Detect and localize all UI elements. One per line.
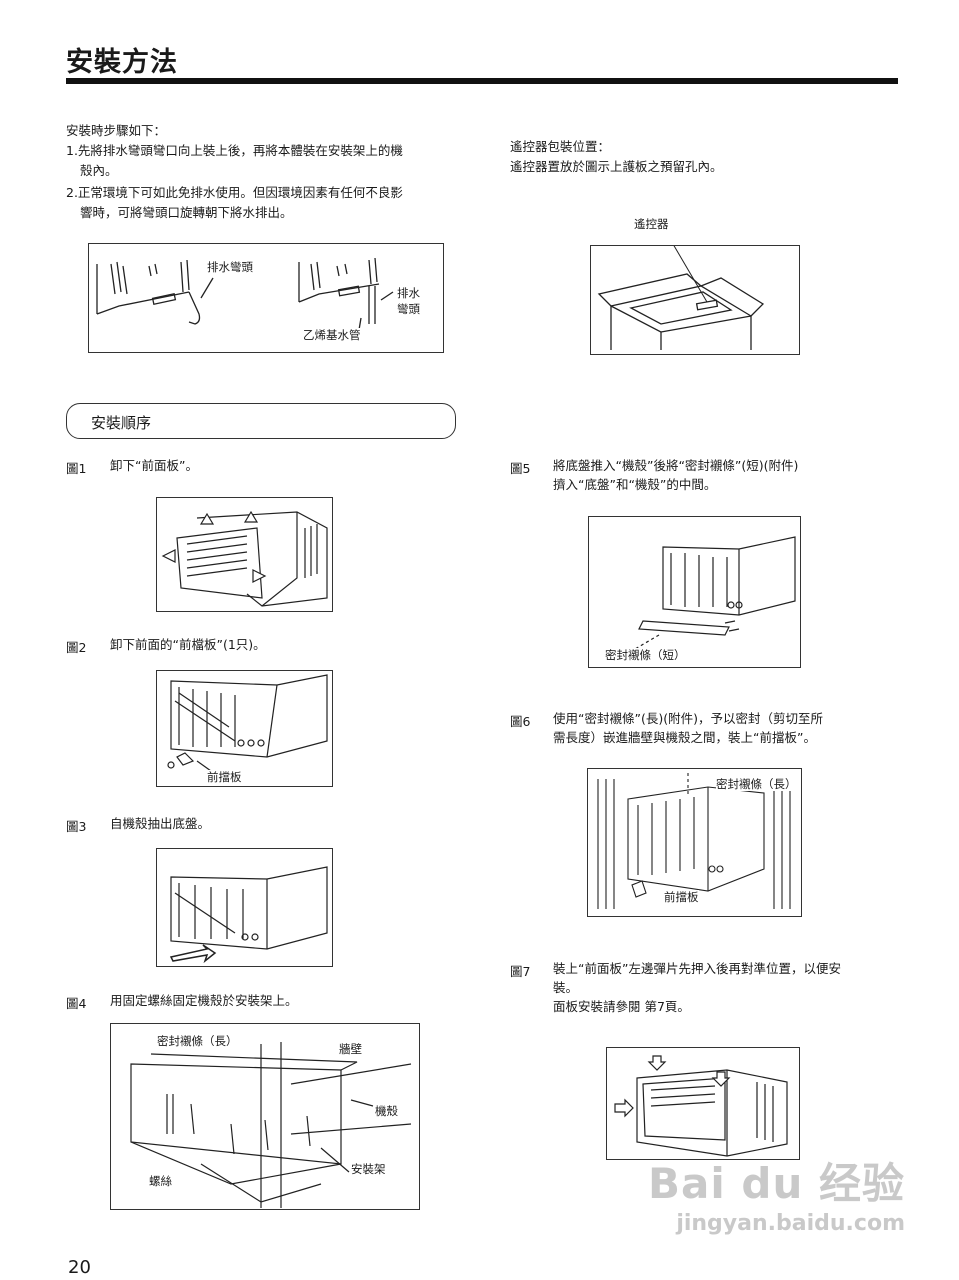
step2-text: 卸下前面的“前檔板”(1只)。 bbox=[110, 637, 266, 652]
long-seal-baffle-illustration bbox=[597, 773, 791, 909]
step4-figure: 密封襯條（長） 牆壁 機殼 螺絲 安裝架 bbox=[110, 1023, 420, 1210]
step4-text: 用固定螺絲固定機殼於安裝架上。 bbox=[110, 993, 298, 1008]
drain-elbow-illustration bbox=[96, 257, 394, 331]
drain-elbow-right-label-1: 排水 bbox=[397, 286, 420, 300]
insert-short-seal-illustration bbox=[634, 536, 796, 650]
step6-line1: 使用“密封襯條”(長)(附件)，予以密封（剪切至所 bbox=[553, 711, 823, 726]
step6-figure: 密封襯條（長） 前擋板 bbox=[587, 768, 802, 917]
step2-figure: 前擋板 bbox=[156, 670, 333, 787]
front-baffle-label: 前擋板 bbox=[207, 770, 242, 784]
watermark: Bai du 经验 jingyan.baidu.com bbox=[648, 1150, 905, 1236]
step6-front-baffle-label: 前擋板 bbox=[664, 890, 699, 904]
step5-line1: 將底盤推入“機殼”後將“密封襯條”(短)(附件) bbox=[553, 458, 799, 473]
watermark-url: jingyan.baidu.com bbox=[676, 1211, 905, 1236]
intro-step1-line2: 殼內。 bbox=[80, 163, 118, 178]
remote-box-illustration bbox=[597, 246, 765, 350]
vinyl-pipe-label: 乙烯基水管 bbox=[303, 328, 361, 342]
step1-text: 卸下“前面板”。 bbox=[110, 458, 198, 473]
install-sequence-title: 安裝順序 bbox=[91, 414, 152, 432]
pull-out-chassis-illustration bbox=[169, 866, 328, 964]
step5-figure: 密封襯條（短） bbox=[588, 516, 801, 668]
remote-label: 遙控器 bbox=[634, 217, 669, 231]
intro-step1-line1: 1.先將排水彎頭彎口向上裝上後，再將本體裝在安裝架上的機 bbox=[66, 143, 403, 158]
fix-casing-to-rack-illustration bbox=[130, 1042, 412, 1208]
step7-line3: 面板安裝請參閱 第7頁。 bbox=[553, 999, 690, 1014]
step5-seal-short-label: 密封襯條（短） bbox=[605, 648, 686, 662]
remote-text: 遙控器置放於圖示上護板之預留孔內。 bbox=[510, 159, 723, 174]
remote-heading: 遙控器包裝位置： bbox=[510, 139, 611, 154]
install-sequence-header: 安裝順序 bbox=[66, 403, 456, 439]
step7-number: 圖7 bbox=[510, 964, 531, 979]
step4-seal-long-label: 密封襯條（長） bbox=[157, 1034, 238, 1048]
step2-number: 圖2 bbox=[66, 640, 87, 655]
step6-seal-long-label: 密封襯條（長） bbox=[716, 777, 797, 791]
drain-elbow-right-label-2: 彎頭 bbox=[397, 302, 420, 316]
title-rule bbox=[66, 78, 898, 84]
step4-number: 圖4 bbox=[66, 996, 87, 1011]
step5-number: 圖5 bbox=[510, 461, 531, 476]
remove-front-baffle-illustration bbox=[167, 674, 328, 772]
step3-text: 自機殼抽出底盤。 bbox=[110, 816, 211, 831]
remove-front-panel-illustration bbox=[161, 510, 328, 607]
attach-front-panel-illustration bbox=[614, 1055, 788, 1157]
step5-line2: 擠入“底盤”和“機殼”的中間。 bbox=[553, 477, 717, 492]
step4-screw-label: 螺絲 bbox=[149, 1174, 172, 1188]
step1-figure bbox=[156, 497, 333, 612]
step6-line2: 需長度）嵌進牆壁與機殼之間，裝上“前擋板”。 bbox=[553, 730, 816, 745]
page-number: 20 bbox=[68, 1257, 91, 1278]
intro-step2-line2: 響時，可將彎頭口旋轉朝下將水排出。 bbox=[80, 205, 293, 220]
step6-number: 圖6 bbox=[510, 714, 531, 729]
remote-box-figure bbox=[590, 245, 800, 355]
step4-rack-label: 安裝架 bbox=[351, 1162, 386, 1176]
step1-number: 圖1 bbox=[66, 461, 87, 476]
step4-casing-label: 機殼 bbox=[375, 1104, 398, 1118]
step7-line2: 裝。 bbox=[553, 980, 579, 995]
page-title: 安裝方法 bbox=[66, 47, 178, 78]
step3-figure bbox=[156, 848, 333, 967]
step3-number: 圖3 bbox=[66, 819, 87, 834]
step7-line1: 裝上“前面板”左邊彈片先押入後再對準位置，以便安 bbox=[553, 961, 841, 976]
drain-elbow-label: 排水彎頭 bbox=[207, 260, 253, 274]
drain-elbow-figure: 排水彎頭 排水 彎頭 乙烯基水管 bbox=[88, 243, 444, 353]
intro-step2-line1: 2.正常環境下可如此免排水使用。但因環境因素有任何不良影 bbox=[66, 185, 403, 200]
watermark-logo: Bai du 经验 bbox=[648, 1159, 905, 1208]
intro-heading: 安裝時步驟如下： bbox=[66, 123, 167, 138]
step7-figure bbox=[606, 1047, 800, 1160]
step4-wall-label: 牆壁 bbox=[339, 1042, 362, 1056]
